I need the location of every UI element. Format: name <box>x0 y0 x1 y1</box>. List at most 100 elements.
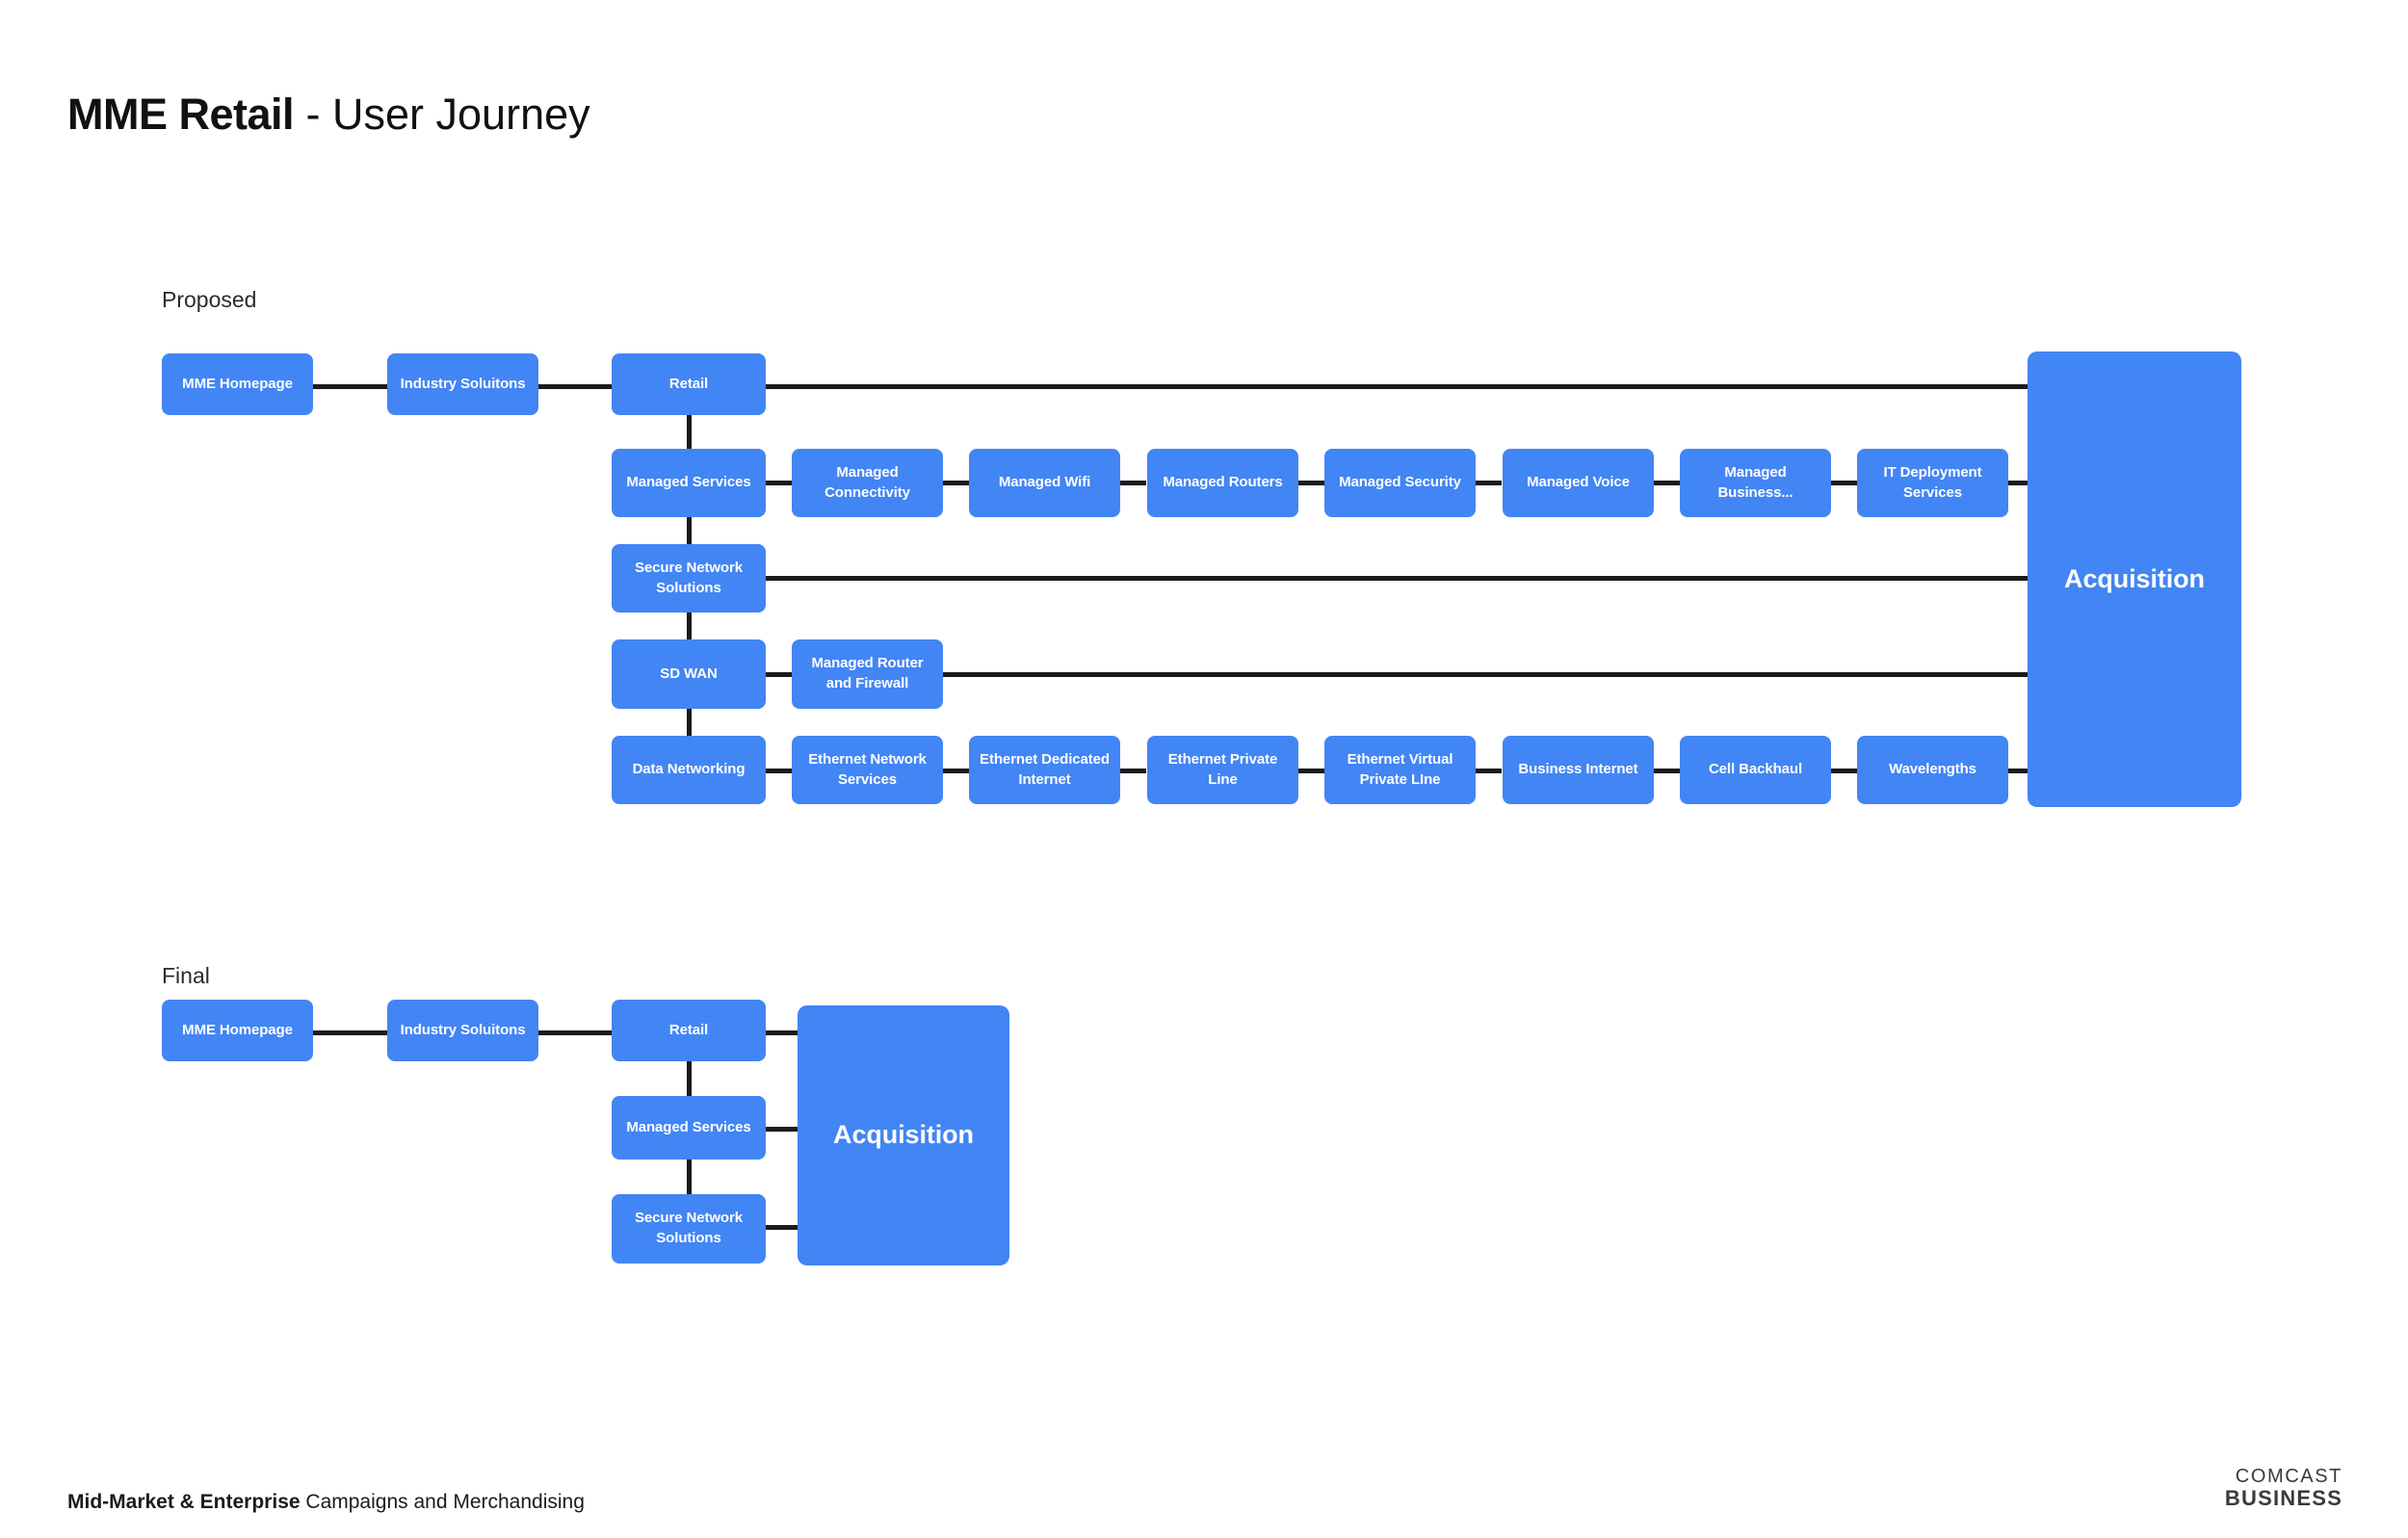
node-proposed-managed-routers[interactable]: Managed Routers <box>1147 449 1298 517</box>
node-proposed-ethernet-network-services[interactable]: Ethernet Network Services <box>792 736 943 804</box>
section-label-final: Final <box>162 963 210 988</box>
node-label: Ethernet Virtual Private LIne <box>1347 750 1453 788</box>
connector-wifi-to-routers <box>1119 481 1146 485</box>
node-proposed-managed-business[interactable]: Managed Business... <box>1680 449 1831 517</box>
node-proposed-managed-voice[interactable]: Managed Voice <box>1503 449 1654 517</box>
connector-final-sns-to-acquisition <box>766 1225 798 1230</box>
connector-business-to-itdeploy <box>1830 481 1857 485</box>
page-title-light: - User Journey <box>294 90 590 139</box>
node-label: Ethernet Network Services <box>808 750 927 788</box>
node-proposed-managed-security[interactable]: Managed Security <box>1324 449 1476 517</box>
connector-epl-to-evpl <box>1297 769 1324 773</box>
connector-dn-to-ens <box>766 769 793 773</box>
node-proposed-managed-connectivity[interactable]: Managed Connectivity <box>792 449 943 517</box>
node-proposed-sd-wan[interactable]: SD WAN <box>612 639 766 709</box>
node-label: Managed Services <box>626 1118 751 1135</box>
connector-router-to-acquisition <box>942 672 2028 677</box>
connector-final-retail-to-acquisition <box>766 1030 798 1035</box>
comcast-business-logo: COMCAST BUSINESS <box>2225 1466 2343 1511</box>
brand-logo-top: COMCAST <box>2235 1466 2343 1487</box>
node-proposed-secure-network-solutions[interactable]: Secure Network Solutions <box>612 544 766 613</box>
node-label: Cell Backhaul <box>1708 761 1803 778</box>
node-label: IT Deployment Services <box>1883 463 1982 501</box>
node-final-retail[interactable]: Retail <box>612 1000 766 1061</box>
connector-edi-to-epl <box>1119 769 1146 773</box>
node-label: Acquisition <box>833 1120 974 1150</box>
node-label: Managed Wifi <box>998 474 1091 491</box>
connector-final-spine-managed-sns <box>687 1159 692 1194</box>
node-proposed-acquisition[interactable]: Acquisition <box>2028 352 2241 807</box>
node-proposed-cell-backhaul[interactable]: Cell Backhaul <box>1680 736 1831 804</box>
node-proposed-ethernet-dedicated-internet[interactable]: Ethernet Dedicated Internet <box>969 736 1120 804</box>
node-label: Ethernet Dedicated Internet <box>980 750 1110 788</box>
node-label: Managed Connectivity <box>824 463 910 501</box>
node-label: MME Homepage <box>182 1021 293 1038</box>
connector-ms-to-connectivity <box>766 481 793 485</box>
connector-routers-to-security <box>1297 481 1324 485</box>
connector-homepage-to-industry <box>313 384 388 389</box>
node-proposed-data-networking[interactable]: Data Networking <box>612 736 766 804</box>
connector-voice-to-business <box>1653 481 1680 485</box>
node-label: Managed Security <box>1339 474 1461 491</box>
node-label: MME Homepage <box>182 375 293 392</box>
node-proposed-ethernet-private-line[interactable]: Ethernet Private Line <box>1147 736 1298 804</box>
connector-evpl-to-bi <box>1475 769 1502 773</box>
node-final-mme-homepage[interactable]: MME Homepage <box>162 1000 313 1061</box>
page-title: MME Retail - User Journey <box>67 92 590 136</box>
node-final-acquisition[interactable]: Acquisition <box>798 1005 1009 1265</box>
node-proposed-managed-router-firewall[interactable]: Managed Router and Firewall <box>792 639 943 709</box>
footer-light: Campaigns and Merchandising <box>305 1491 585 1513</box>
node-proposed-managed-wifi[interactable]: Managed Wifi <box>969 449 1120 517</box>
node-proposed-it-deployment-services[interactable]: IT Deployment Services <box>1857 449 2008 517</box>
connector-spine-sdwan-data <box>687 709 692 736</box>
node-label: Secure Network Solutions <box>635 1210 743 1246</box>
node-final-managed-services[interactable]: Managed Services <box>612 1096 766 1160</box>
connector-itdeploy-to-acquisition <box>2007 481 2028 485</box>
connector-row-sns-to-acquisition <box>766 576 2028 581</box>
page-title-strong: MME Retail <box>67 90 295 139</box>
node-proposed-mme-homepage[interactable]: MME Homepage <box>162 353 313 415</box>
node-label: Acquisition <box>2064 563 2205 593</box>
connector-final-homepage-to-industry <box>313 1030 388 1035</box>
node-final-industry-solutions[interactable]: Industry Soluitons <box>387 1000 538 1061</box>
connector-ens-to-edi <box>942 769 969 773</box>
connector-final-industry-to-retail <box>537 1030 613 1035</box>
node-label: Industry Soluitons <box>400 1021 526 1038</box>
node-proposed-retail[interactable]: Retail <box>612 353 766 415</box>
connector-bi-to-cell <box>1653 769 1680 773</box>
connector-sdwan-to-router <box>766 672 793 677</box>
connector-connectivity-to-wifi <box>942 481 969 485</box>
node-proposed-industry-solutions[interactable]: Industry Soluitons <box>387 353 538 415</box>
section-label-proposed: Proposed <box>162 287 257 312</box>
connector-final-spine-retail-managed <box>687 1060 692 1096</box>
connector-spine-retail-managed <box>687 413 692 449</box>
brand-logo-bottom: BUSINESS <box>2224 1486 2343 1511</box>
node-label: SD WAN <box>660 665 718 682</box>
connector-cell-to-wavelengths <box>1830 769 1857 773</box>
node-proposed-ethernet-virtual-private-line[interactable]: Ethernet Virtual Private LIne <box>1324 736 1476 804</box>
node-proposed-wavelengths[interactable]: Wavelengths <box>1857 736 2008 804</box>
footer-strong: Mid-Market & Enterprise <box>67 1491 301 1513</box>
node-label: Managed Routers <box>1163 474 1283 491</box>
connector-security-to-voice <box>1475 481 1502 485</box>
node-proposed-managed-services[interactable]: Managed Services <box>612 449 766 517</box>
connector-spine-managed-sns <box>687 517 692 544</box>
connector-industry-to-retail <box>537 384 613 389</box>
node-label: Managed Voice <box>1527 474 1630 491</box>
connector-final-managed-to-acquisition <box>766 1127 798 1132</box>
node-label: Business Internet <box>1518 761 1638 778</box>
node-proposed-business-internet[interactable]: Business Internet <box>1503 736 1654 804</box>
node-label: Data Networking <box>632 761 746 778</box>
node-label: Managed Services <box>626 474 751 491</box>
node-label: Retail <box>668 1021 709 1038</box>
footer-text: Mid-Market & Enterprise Campaigns and Me… <box>67 1491 585 1514</box>
node-label: Retail <box>668 375 709 392</box>
connector-wavelengths-to-acquisition <box>2007 769 2028 773</box>
node-label: Managed Business... <box>1717 463 1793 501</box>
node-final-secure-network-solutions[interactable]: Secure Network Solutions <box>612 1194 766 1264</box>
node-label: Secure Network Solutions <box>635 559 743 596</box>
connector-row-retail-to-acquisition <box>766 384 2028 389</box>
node-label: Industry Soluitons <box>400 375 526 392</box>
connector-spine-sns-sdwan <box>687 613 692 639</box>
